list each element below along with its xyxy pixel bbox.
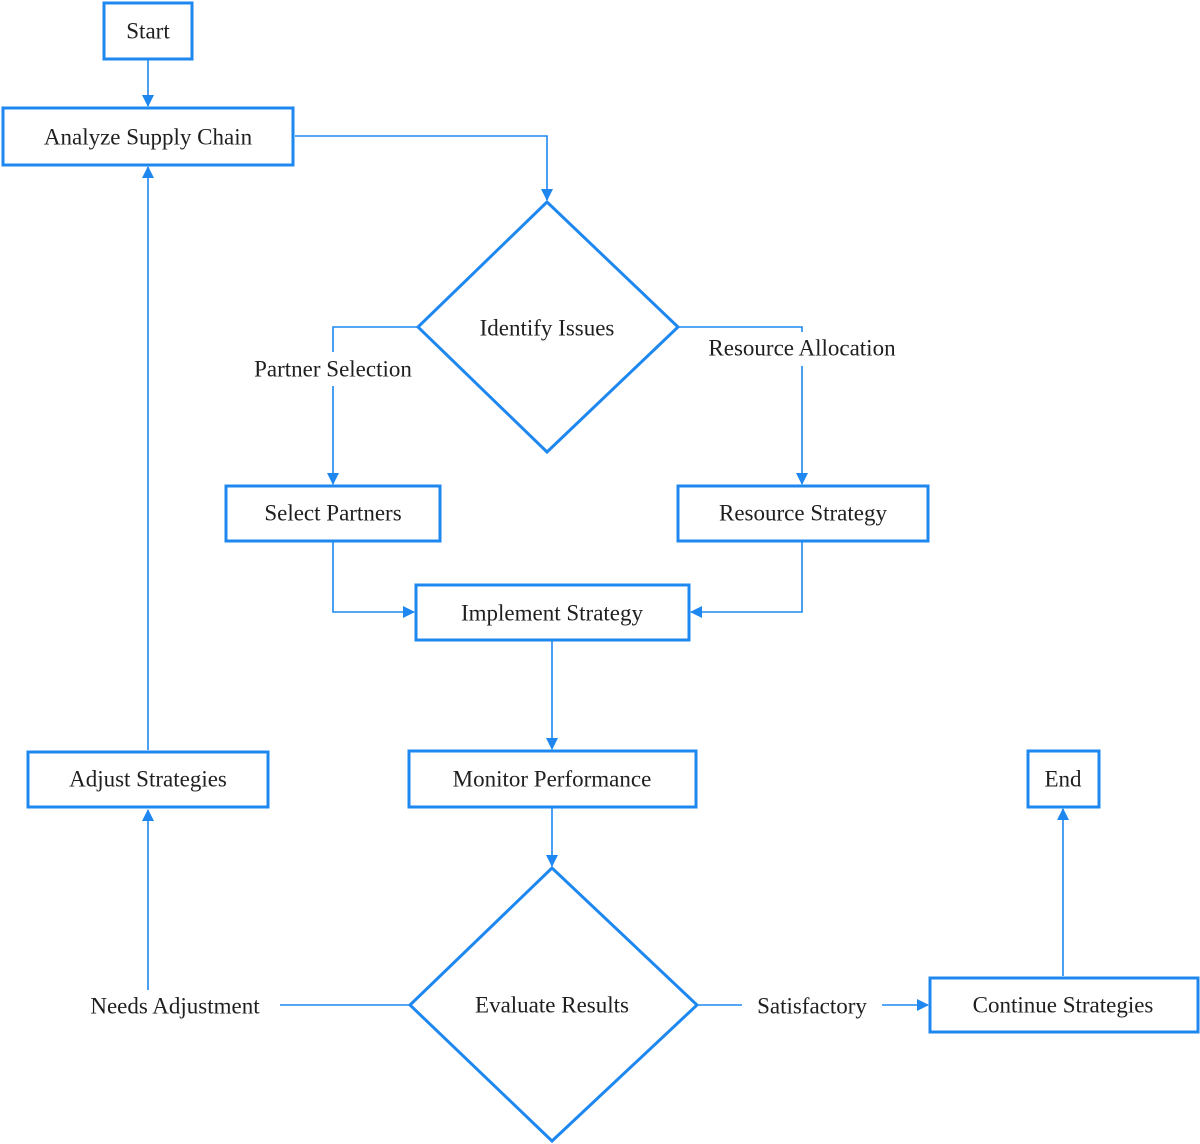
node-adjust-strategies: Adjust Strategies	[26, 750, 270, 809]
node-evaluate-results: Evaluate Results	[407, 865, 700, 1144]
edge-identify-to-resource-strategy	[678, 326, 808, 485]
label-partner-selection: Partner Selection	[254, 357, 412, 382]
node-analyze-supply-chain: Analyze Supply Chain	[1, 106, 295, 167]
edge-identify-to-select-partners	[327, 326, 418, 485]
node-identify-issues: Identify Issues	[415, 199, 681, 455]
node-resource-strategy: Resource Strategy	[676, 484, 930, 543]
node-resource-strategy-label: Resource Strategy	[719, 501, 887, 526]
label-resource-allocation: Resource Allocation	[708, 336, 896, 361]
edge-evaluate-to-adjust	[142, 809, 410, 1006]
node-end: End	[1026, 749, 1101, 809]
edge-labels: Partner Selection Resource Allocation Ne…	[68, 332, 918, 1024]
node-adjust-strategies-label: Adjust Strategies	[69, 767, 227, 792]
label-satisfactory: Satisfactory	[757, 994, 867, 1019]
node-evaluate-results-label: Evaluate Results	[475, 993, 629, 1018]
node-monitor-performance: Monitor Performance	[407, 749, 698, 809]
edge-analyze-to-identify	[295, 135, 553, 201]
edge-resource-strategy-to-implement	[690, 542, 803, 618]
edge-select-partners-to-implement	[332, 542, 415, 618]
node-continue-strategies-label: Continue Strategies	[973, 993, 1154, 1018]
node-analyze-supply-chain-label: Analyze Supply Chain	[44, 125, 253, 150]
node-start-label: Start	[126, 19, 170, 44]
node-select-partners: Select Partners	[224, 484, 442, 543]
node-start: Start	[102, 1, 194, 61]
node-continue-strategies: Continue Strategies	[928, 976, 1200, 1034]
node-identify-issues-label: Identify Issues	[480, 316, 615, 341]
node-implement-strategy-label: Implement Strategy	[461, 601, 644, 626]
label-needs-adjustment: Needs Adjustment	[90, 994, 260, 1019]
node-end-label: End	[1044, 767, 1082, 792]
node-monitor-performance-label: Monitor Performance	[453, 767, 652, 792]
node-implement-strategy: Implement Strategy	[414, 583, 691, 642]
node-select-partners-label: Select Partners	[264, 501, 401, 526]
